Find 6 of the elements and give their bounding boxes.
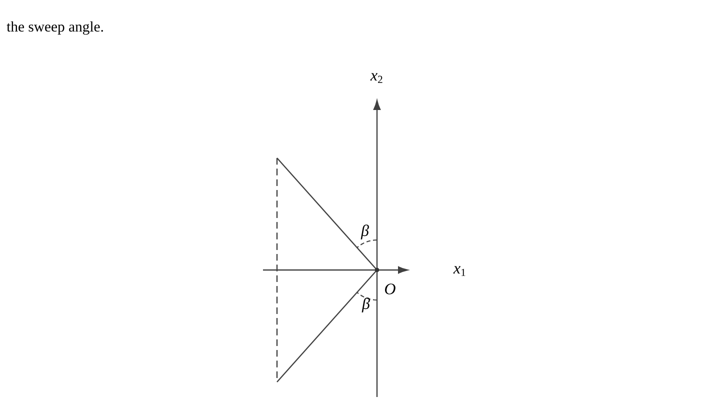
angle-label: β: [360, 224, 369, 240]
axis-label: x$_{1}$: [453, 266, 466, 276]
angle-label: β: [362, 298, 370, 312]
axis-label: x$_{2}$: [370, 73, 382, 83]
text-line: the sweep angle.: [6, 21, 103, 35]
origin-label: O: [385, 284, 396, 294]
